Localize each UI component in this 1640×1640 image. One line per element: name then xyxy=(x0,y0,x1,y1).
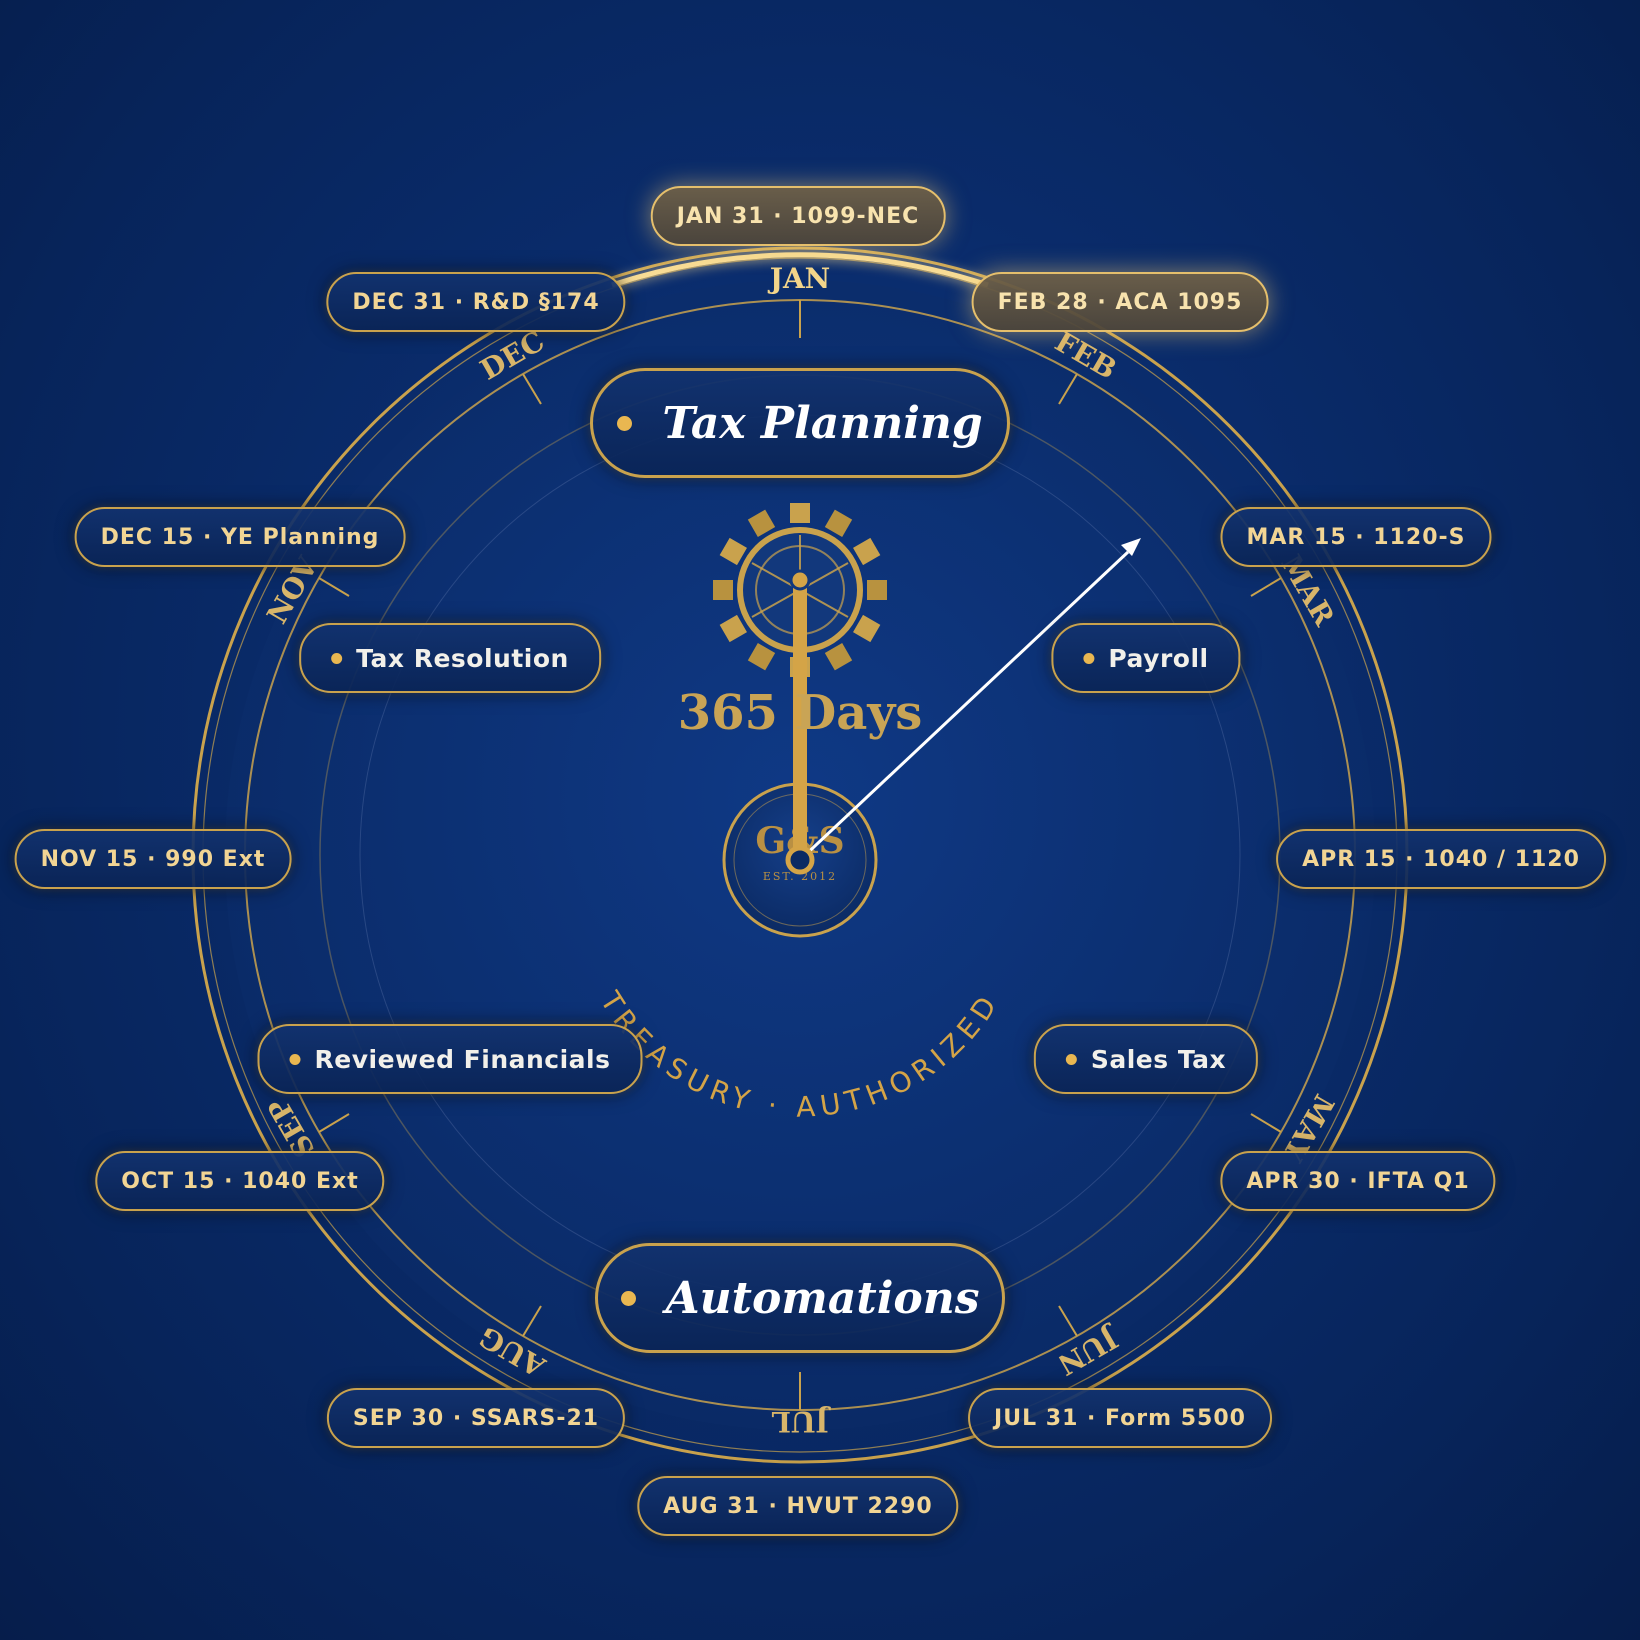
bullet-icon xyxy=(1083,652,1095,664)
bullet-icon xyxy=(289,1053,301,1065)
established-label: EST. 2012 xyxy=(763,870,837,883)
deadline-nov[interactable]: NOV 15 · 990 Ext xyxy=(14,829,292,889)
tax-planning-label: Tax Planning xyxy=(662,397,983,449)
january-highlight-arc xyxy=(611,252,989,288)
payroll-label: Payroll xyxy=(1108,643,1209,673)
deadline-dec31[interactable]: DEC 31 · R&D §174 xyxy=(326,272,626,332)
month-label-jul: JUL xyxy=(771,1405,832,1438)
automations-label: Automations xyxy=(665,1272,980,1324)
payroll-pill[interactable]: Payroll xyxy=(1051,623,1241,693)
deadline-jul[interactable]: JUL 31 · Form 5500 xyxy=(968,1388,1272,1448)
white-arrow-head xyxy=(1121,538,1141,556)
bullet-icon xyxy=(617,415,633,431)
days-count: 365 Days xyxy=(677,685,923,741)
tax-resolution-label: Tax Resolution xyxy=(356,643,569,673)
gold-hand xyxy=(793,578,807,860)
deadline-jan[interactable]: JAN 31 · 1099-NEC xyxy=(650,186,946,246)
deadline-apr15[interactable]: APR 15 · 1040 / 1120 xyxy=(1276,829,1606,889)
bullet-icon xyxy=(331,652,343,664)
reviewed-financials-pill[interactable]: Reviewed Financials xyxy=(257,1024,643,1094)
deadline-mar[interactable]: MAR 15 · 1120-S xyxy=(1220,507,1492,567)
deadline-sep[interactable]: SEP 30 · SSARS-21 xyxy=(326,1388,626,1448)
automations-pill[interactable]: Automations xyxy=(595,1243,1005,1353)
tax-planning-pill[interactable]: Tax Planning xyxy=(590,368,1010,478)
deadline-apr30[interactable]: APR 30 · IFTA Q1 xyxy=(1220,1151,1496,1211)
sales-tax-pill[interactable]: Sales Tax xyxy=(1033,1024,1259,1094)
deadline-oct[interactable]: OCT 15 · 1040 Ext xyxy=(95,1151,385,1211)
bullet-icon xyxy=(1065,1053,1077,1065)
bullet-icon xyxy=(620,1290,636,1306)
white-arrow-hand xyxy=(798,550,1130,862)
reviewed-financials-label: Reviewed Financials xyxy=(314,1044,611,1074)
month-label-jan: JAN xyxy=(767,262,831,295)
deadline-aug[interactable]: AUG 31 · HVUT 2290 xyxy=(637,1476,959,1536)
month-ticks xyxy=(318,300,1282,1410)
deadline-dec15[interactable]: DEC 15 · YE Planning xyxy=(74,507,406,567)
hand-pivot xyxy=(785,845,815,875)
deadline-feb[interactable]: FEB 28 · ACA 1095 xyxy=(971,272,1269,332)
tax-resolution-pill[interactable]: Tax Resolution xyxy=(299,623,601,693)
sales-tax-label: Sales Tax xyxy=(1090,1044,1227,1074)
gold-hand-pivot-top xyxy=(789,569,811,591)
